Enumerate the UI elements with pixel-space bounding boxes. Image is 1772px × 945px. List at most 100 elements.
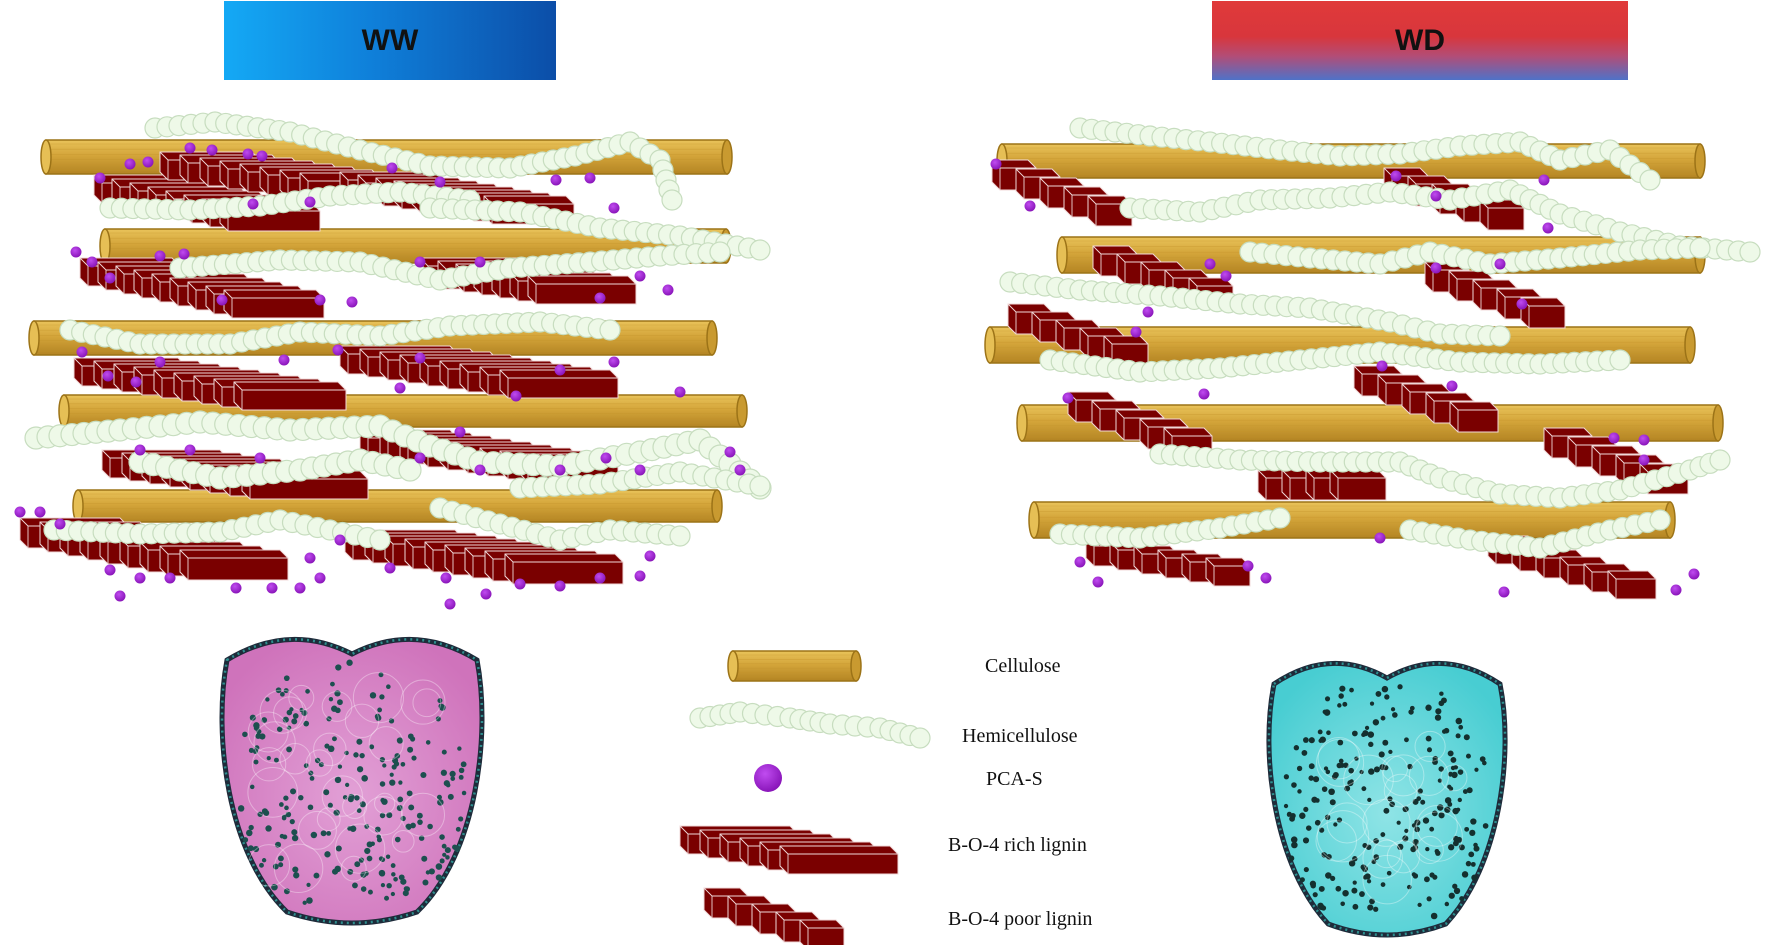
- vascular-bundles: [237, 659, 467, 905]
- pca-s-dot: [1670, 584, 1682, 596]
- pca-s-dot: [154, 250, 166, 262]
- pca-s-dot: [1074, 556, 1086, 568]
- pca-s-dot: [104, 564, 116, 576]
- pca-s-dot: [114, 590, 126, 602]
- pca-s-dot: [247, 198, 259, 210]
- hemicellulose-chain: [169, 241, 731, 291]
- pca-s-dot: [256, 150, 268, 162]
- ww-header: WW: [224, 1, 556, 80]
- poor-lignin-block: [1257, 469, 1387, 501]
- legend-poor-lignin-icon: [703, 887, 845, 945]
- pca-s-dot: [164, 572, 176, 584]
- pca-s-dot: [434, 176, 446, 188]
- pca-s-dot: [1638, 434, 1650, 446]
- legend-rich-lignin-label: B-O-4 rich lignin: [948, 834, 1087, 856]
- pca-s-dot: [1494, 258, 1506, 270]
- pca-s-dot: [634, 270, 646, 282]
- pca-s-dot: [124, 158, 136, 170]
- cellulose-fibril: [99, 228, 732, 264]
- pca-s-dot: [104, 272, 116, 284]
- pca-s-dot: [444, 598, 456, 610]
- pca-s-dot: [414, 256, 426, 268]
- pca-s-dot: [230, 582, 242, 594]
- pca-s-dot: [1376, 360, 1388, 372]
- pca-s-dot: [608, 356, 620, 368]
- pca-s-dot: [314, 294, 326, 306]
- hemicellulose-chain: [1239, 237, 1711, 275]
- hemicellulose-chain: [99, 181, 481, 221]
- pca-s-dot: [1062, 392, 1074, 404]
- pca-s-dot: [1446, 380, 1458, 392]
- pca-s-dot: [278, 354, 290, 366]
- pca-s-dot: [584, 172, 596, 184]
- legend-pca-label: PCA-S: [986, 768, 1043, 790]
- pca-s-dot: [332, 344, 344, 356]
- legend-cellulose-label: Cellulose: [985, 655, 1061, 677]
- pca-s-dot: [1688, 568, 1700, 580]
- pca-s-dot: [130, 376, 142, 388]
- pca-s-dot: [1198, 388, 1210, 400]
- pca-s-dot: [600, 452, 612, 464]
- rich-lignin-block: [679, 825, 899, 875]
- vascular-bundles: [1283, 684, 1489, 920]
- hemicellulose-chain: [429, 497, 691, 551]
- pca-s-dot: [734, 464, 746, 476]
- hemicellulose-chain: [43, 509, 391, 551]
- pca-s-dot: [554, 580, 566, 592]
- pca-s-dot: [1260, 572, 1272, 584]
- pca-s-dot: [594, 572, 606, 584]
- pca-s-dot: [134, 572, 146, 584]
- pca-s-dot: [54, 518, 66, 530]
- pca-s-dot: [266, 582, 278, 594]
- pca-s-dot: [394, 382, 406, 394]
- pca-s-dot: [1374, 532, 1386, 544]
- pca-s-dot: [550, 174, 562, 186]
- pca-s-dot: [1542, 222, 1554, 234]
- legend-hemicellulose-icon: [689, 701, 931, 749]
- pca-s-dot: [474, 464, 486, 476]
- pca-s-dot: [70, 246, 82, 258]
- pca-s-dot: [142, 156, 154, 168]
- pca-s-dot: [608, 202, 620, 214]
- pca-s-dot: [304, 552, 316, 564]
- pca-s-dot: [1516, 298, 1528, 310]
- hemicellulose-chain: [509, 461, 771, 499]
- pca-s-dot: [1638, 454, 1650, 466]
- hemicellulose-chain: [689, 701, 931, 749]
- pca-s-dot: [86, 256, 98, 268]
- hemicellulose-chain: [59, 311, 621, 355]
- pca-s-dot: [254, 452, 266, 464]
- poor-lignin-block: [1007, 303, 1149, 367]
- ww-header-label: WW: [361, 23, 419, 57]
- pca-s-dot: [414, 452, 426, 464]
- poor-lignin-block: [703, 887, 845, 945]
- pca-s-dot: [346, 296, 358, 308]
- rich-lignin-block: [339, 345, 619, 399]
- pca-s-dot: [384, 562, 396, 574]
- pca-s-dot: [334, 534, 346, 546]
- pca-s-dot: [1242, 560, 1254, 572]
- pca-s-dot: [154, 356, 166, 368]
- poor-lignin-block: [1067, 391, 1213, 459]
- pca-s-dot: [314, 572, 326, 584]
- pca-s-dot: [1430, 262, 1442, 274]
- pca-s-dot: [674, 386, 686, 398]
- pca-s-dot: [134, 444, 146, 456]
- pca-s-dot: [990, 158, 1002, 170]
- pca-s-dot: [474, 256, 486, 268]
- hemicellulose-chain: [999, 271, 1511, 347]
- pca-s-dot: [102, 370, 114, 382]
- pca-s-dot: [634, 570, 646, 582]
- poor-lignin-block: [1085, 537, 1251, 587]
- hemicellulose-chain: [419, 197, 771, 261]
- pca-s-dot: [480, 588, 492, 600]
- pca-s-dot: [594, 292, 606, 304]
- pca-s-dot: [304, 196, 316, 208]
- hemicellulose-chain: [24, 410, 772, 500]
- pca-s-dot: [76, 346, 88, 358]
- legend-cellulose-icon: [727, 650, 862, 682]
- pca-s-dot: [554, 464, 566, 476]
- pca-s-dot: [242, 148, 254, 160]
- pca-s-dot: [1498, 586, 1510, 598]
